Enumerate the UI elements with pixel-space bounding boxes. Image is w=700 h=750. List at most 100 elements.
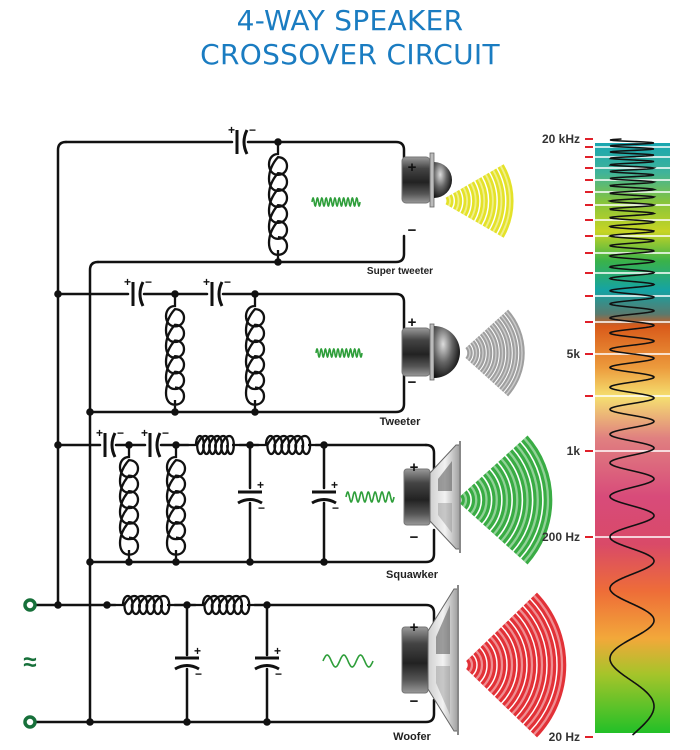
capacitor-icon: +−	[203, 275, 231, 307]
negative-terminal: −	[408, 222, 417, 239]
branch-label-woofer: Woofer	[393, 731, 431, 743]
plus-sign: +	[228, 123, 235, 137]
circuit-components: +−+−+−+−+−+−+−+−+−	[23, 123, 395, 729]
positive-terminal: +	[408, 314, 417, 331]
junction-dot	[274, 258, 282, 266]
title-line-2: CROSSOVER CIRCUIT	[200, 38, 500, 71]
capacitor-icon: +−	[228, 123, 256, 155]
minus-sign: −	[145, 275, 152, 289]
positive-terminal: +	[410, 459, 419, 476]
inductor-icon	[188, 434, 240, 456]
minus-sign: −	[224, 275, 231, 289]
inductor-icon	[165, 445, 187, 562]
branch-label-tweeter: Tweeter	[380, 416, 421, 428]
speakers: + − + − + − + −	[401, 152, 567, 738]
wire	[221, 292, 406, 332]
negative-terminal: −	[410, 693, 419, 710]
frequency-label: 20 kHz	[542, 132, 580, 146]
plus-sign: +	[203, 275, 210, 289]
negative-terminal: −	[408, 374, 417, 391]
sound-waves-squawker-icon	[459, 435, 553, 565]
signal-wave-squawker	[345, 491, 395, 503]
positive-terminal: +	[408, 159, 417, 176]
capacitor-icon: +−	[124, 275, 152, 307]
circuit-wires	[33, 140, 436, 724]
capacitor-icon: +−	[254, 644, 282, 681]
capacitor-icon: +−	[311, 478, 339, 515]
plus-sign: +	[274, 644, 281, 658]
signal-wave-woofer	[322, 654, 374, 668]
inductor-icon	[164, 294, 186, 412]
branch-label-squawker: Squawker	[386, 569, 439, 581]
wire	[253, 603, 436, 630]
plus-sign: +	[96, 426, 103, 440]
junction-dot	[263, 601, 271, 609]
capacitor-icon: +−	[174, 644, 202, 681]
plus-sign: +	[257, 478, 264, 492]
plus-sign: +	[331, 478, 338, 492]
minus-sign: −	[275, 667, 282, 681]
wire	[88, 372, 406, 414]
tweeter-speaker-icon	[401, 323, 460, 381]
junction-dot	[183, 718, 191, 726]
wire	[424, 443, 436, 472]
minus-sign: −	[117, 426, 124, 440]
sound-waves-woofer-icon	[465, 592, 567, 738]
frequency-gradient-bar	[595, 143, 670, 733]
minus-sign: −	[195, 667, 202, 681]
junction-dot	[171, 408, 179, 416]
sound-waves-tweeter-icon	[465, 309, 525, 397]
inductor-icon	[118, 445, 140, 562]
minus-sign: −	[332, 501, 339, 515]
junction-dot	[263, 718, 271, 726]
minus-sign: −	[162, 426, 169, 440]
junction-dot	[246, 441, 254, 449]
negative-terminal: −	[410, 529, 419, 546]
junction-dot	[54, 601, 62, 609]
frequency-scale: 20 kHz 5k 1k 200 Hz 20 Hz	[542, 132, 670, 744]
junction-dot	[172, 558, 180, 566]
frequency-sweep-wave	[607, 138, 658, 736]
signal-wave-super-tweeter	[311, 196, 361, 208]
capacitor-icon: +−	[96, 426, 124, 458]
signal-wave-tweeter	[315, 347, 363, 359]
frequency-label: 5k	[567, 347, 581, 361]
super-tweeter-speaker-icon	[401, 152, 452, 208]
wire	[88, 260, 100, 724]
wire	[88, 528, 436, 564]
capacitor-icon: +−	[237, 478, 265, 515]
wire	[56, 140, 68, 607]
junction-dot	[86, 718, 94, 726]
inductor-icon	[115, 594, 175, 616]
squawker-speaker-icon	[403, 441, 461, 553]
junction-dot	[54, 441, 62, 449]
junction-dot	[86, 558, 94, 566]
frequency-label: 1k	[567, 444, 581, 458]
junction-dot	[54, 290, 62, 298]
input-terminal-negative	[23, 715, 37, 729]
title-line-1: 4-WAY SPEAKER	[236, 4, 464, 37]
frequency-label: 200 Hz	[542, 530, 580, 544]
capacitor-icon: +−	[141, 426, 169, 458]
input-terminal-positive	[23, 598, 37, 612]
minus-sign: −	[249, 123, 256, 137]
junction-dot	[251, 408, 259, 416]
inductor-icon	[267, 142, 289, 262]
minus-sign: −	[258, 501, 265, 515]
inductor-icon	[244, 294, 266, 412]
wire	[246, 140, 406, 168]
sound-waves-super-tweeter-icon	[445, 164, 514, 238]
plus-sign: +	[124, 275, 131, 289]
wire	[88, 698, 436, 724]
junction-dot	[320, 558, 328, 566]
junction-dot	[86, 408, 94, 416]
junction-dot	[320, 441, 328, 449]
plus-sign: +	[141, 426, 148, 440]
positive-terminal: +	[410, 619, 419, 636]
frequency-label: 20 Hz	[549, 730, 580, 744]
junction-dot	[103, 601, 111, 609]
junction-dot	[246, 558, 254, 566]
inductor-icon	[195, 594, 255, 616]
